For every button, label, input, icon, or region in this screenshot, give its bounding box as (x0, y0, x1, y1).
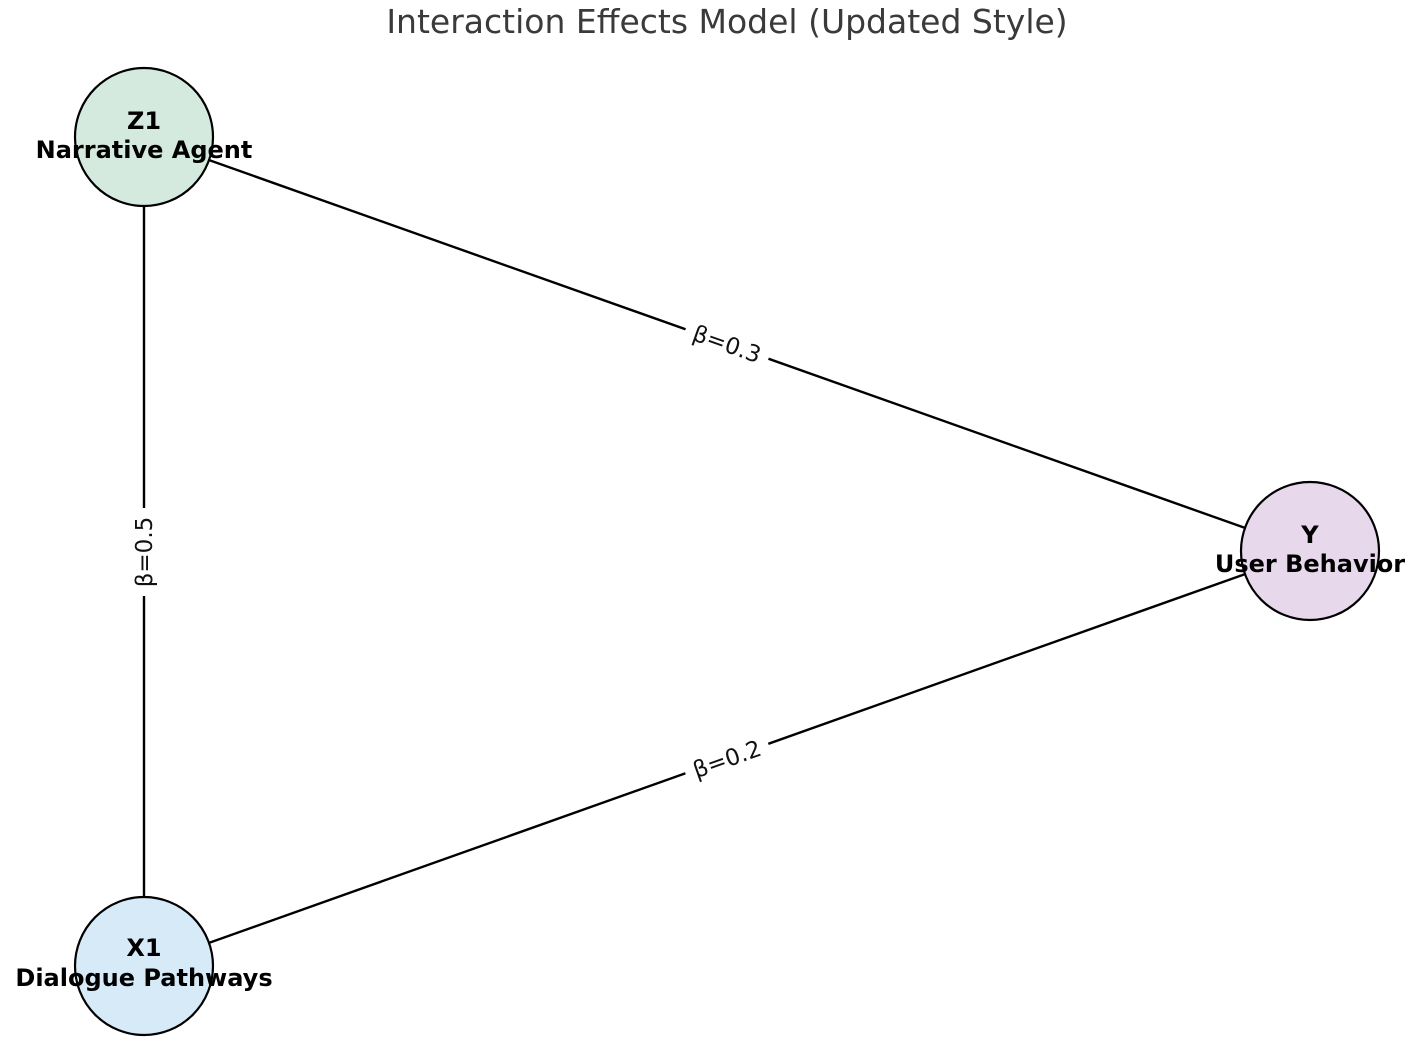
node-name-y: User Behavior (1215, 550, 1405, 578)
node-id-y: Y (1300, 521, 1319, 549)
node-y: Y User Behavior (1215, 480, 1405, 622)
edge-label-z1-x1: β=0.5 (132, 517, 158, 588)
node-circle-z1 (73, 66, 215, 208)
node-id-x1: X1 (126, 934, 161, 962)
node-name-z1: Narrative Agent (36, 136, 253, 164)
node-circle-y (1239, 480, 1381, 622)
edge-label-bg-x1-y (679, 728, 775, 790)
edge-label-bg-z1-y (679, 313, 775, 375)
node-id-z1: Z1 (127, 107, 161, 135)
node-name-x1: Dialogue Pathways (15, 964, 272, 992)
node-circle-x1 (73, 895, 215, 1037)
diagram-title: Interaction Effects Model (Updated Style… (386, 2, 1067, 41)
node-x1: X1 Dialogue Pathways (15, 895, 273, 1037)
edge-label-bg-z1-x1 (127, 508, 161, 596)
node-z1: Z1 Narrative Agent (36, 66, 253, 208)
